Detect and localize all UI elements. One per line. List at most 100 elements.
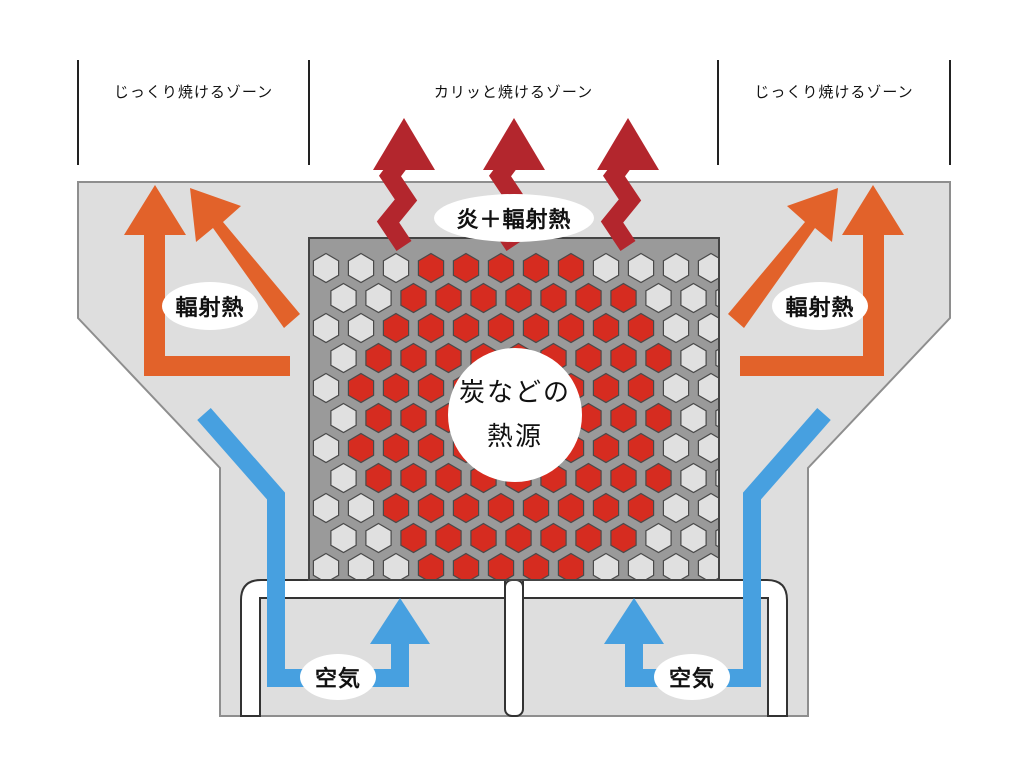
hot-hex-cell (645, 462, 672, 494)
radiant-arrows-left (124, 185, 300, 376)
grate-hex-cell (592, 252, 620, 284)
grate-hex-cell (347, 252, 375, 284)
grate-hex-cell (645, 282, 672, 314)
orange-arrow-icon (190, 188, 300, 328)
hot-hex-cell (417, 552, 445, 580)
blue-arrow-icon (625, 408, 831, 687)
red-zigzag-arrow-icon (597, 118, 659, 170)
grate-hex-cell (662, 492, 690, 524)
grate-hex-cell (330, 282, 357, 314)
grate-hex-cell (697, 372, 719, 404)
orange-arrow-icon (124, 185, 290, 376)
hot-hex-cell (610, 342, 637, 374)
grate-hex-cell (680, 342, 707, 374)
hot-hex-cell (592, 372, 620, 404)
air-label-left: 空気 (300, 654, 376, 700)
air-label-right: 空気 (654, 654, 730, 700)
grate-hex-cell (365, 522, 392, 554)
grate-hex-cell (330, 402, 357, 434)
hot-hex-cell (540, 522, 567, 554)
hot-hex-cell (505, 282, 532, 314)
hot-hex-cell (575, 462, 602, 494)
hot-hex-cell (557, 492, 585, 524)
grate-hex-cell (697, 312, 719, 344)
hot-hex-cell (347, 372, 375, 404)
hot-hex-cell (610, 282, 637, 314)
hot-hex-cell (592, 312, 620, 344)
grate-hex-cell (645, 522, 672, 554)
heat-source-label-line2: 熱源 (486, 422, 543, 452)
hot-hex-cell (505, 522, 532, 554)
hot-hex-cell (382, 372, 410, 404)
hot-hex-cell (592, 492, 620, 524)
hot-hex-cell (487, 492, 515, 524)
hot-hex-cell (557, 552, 585, 580)
hot-hex-cell (400, 342, 427, 374)
red-zigzag-arrow-icon (373, 118, 435, 170)
grate-hex-cell (697, 432, 719, 464)
air-arrows-right (604, 408, 831, 687)
hot-hex-cell (470, 522, 497, 554)
hot-hex-cell (452, 312, 480, 344)
grate-hex-cell (330, 462, 357, 494)
hot-hex-cell (452, 492, 480, 524)
grate-hex-cell (347, 492, 375, 524)
grate-hex-cell (365, 282, 392, 314)
zone-label-center: カリッと焼けるゾーン (433, 83, 594, 101)
grate-hex-cell (662, 312, 690, 344)
base-frame-center-post (504, 579, 524, 717)
grate-hex-cell (312, 492, 340, 524)
grate-hex-cell (347, 552, 375, 580)
hot-hex-cell (522, 312, 550, 344)
flame-label-bubble: 炎＋輻射熱 (434, 194, 594, 242)
hot-hex-cell (400, 462, 427, 494)
hot-hex-cell (540, 282, 567, 314)
hot-hex-cell (645, 402, 672, 434)
grate-hex-cell (382, 252, 410, 284)
hot-hex-cell (417, 372, 445, 404)
heat-source-bubble: 炭などの 熱源 (448, 348, 582, 482)
grate-hex-cell (662, 552, 690, 580)
grate-hex-cell (627, 552, 655, 580)
hot-hex-cell (487, 312, 515, 344)
grate-hex-cell (680, 522, 707, 554)
hot-hex-cell (592, 432, 620, 464)
grate-hex-cell (627, 252, 655, 284)
hot-hex-cell (627, 312, 655, 344)
grate-hex-cell (312, 372, 340, 404)
hot-hex-cell (575, 522, 602, 554)
hot-hex-cell (487, 552, 515, 580)
hot-hex-cell (470, 282, 497, 314)
red-zigzag-arrow-icon (483, 118, 545, 170)
grate-hex-cell (662, 432, 690, 464)
grate-hex-cell (680, 402, 707, 434)
hot-hex-cell (627, 372, 655, 404)
heat-source-label-line1: 炭などの (458, 378, 571, 408)
grate-hex-cell (312, 312, 340, 344)
hot-hex-cell (365, 342, 392, 374)
hot-hex-cell (435, 522, 462, 554)
grate-hex-cell (697, 552, 719, 580)
grate-hex-cell (330, 342, 357, 374)
hot-hex-cell (610, 462, 637, 494)
blue-arrow-icon (197, 408, 409, 687)
hot-hex-cell (417, 432, 445, 464)
hot-hex-cell (435, 462, 462, 494)
radiant-arrows-right (728, 185, 904, 376)
grate-hex-cell (312, 552, 340, 580)
hot-hex-cell (575, 282, 602, 314)
grate-hex-cell (662, 372, 690, 404)
hot-hex-cell (417, 492, 445, 524)
hot-hex-cell (382, 312, 410, 344)
zone-label-right: じっくり焼けるゾーン (754, 83, 914, 101)
grate-hex-cell (312, 252, 340, 284)
hot-hex-cell (417, 252, 445, 284)
hot-hex-cell (522, 492, 550, 524)
hot-hex-cell (575, 342, 602, 374)
hot-hex-cell (400, 522, 427, 554)
red-zigzag-arrow-icon (600, 154, 642, 251)
radiant-label-left: 輻射熱 (162, 282, 258, 330)
hot-hex-cell (610, 522, 637, 554)
blue-arrow-icon (370, 598, 430, 644)
orange-arrow-icon (728, 188, 838, 328)
